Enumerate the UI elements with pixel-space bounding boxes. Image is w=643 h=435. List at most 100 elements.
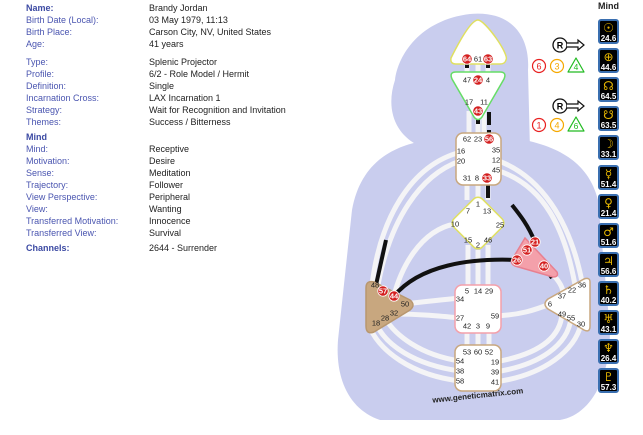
transferred-view-value: Survival	[149, 228, 182, 238]
gate-14: 14	[474, 287, 482, 296]
gate-19: 19	[491, 358, 499, 367]
gate-41: 41	[491, 378, 499, 387]
planet-gate-value: 56.6	[600, 266, 617, 276]
gate-13: 13	[483, 207, 491, 216]
pluto-icon: ♇	[603, 370, 614, 385]
variable-number: 3	[554, 62, 559, 72]
incarnation-cross-label: Incarnation Cross:	[26, 93, 100, 103]
motivation-value: Desire	[149, 156, 176, 166]
right-arrow-icon	[567, 38, 585, 52]
planet-north-node[interactable]: ☊64.5	[598, 77, 619, 103]
birth-place-value: Carson City, NV, United States	[149, 27, 272, 37]
gate-34: 34	[456, 295, 464, 304]
arrow-letter: R	[557, 102, 564, 112]
planet-saturn[interactable]: ♄40.2	[598, 280, 619, 306]
planet-uranus[interactable]: ♅43.1	[598, 310, 619, 335]
planet-venus[interactable]: ♀21.4	[598, 193, 619, 219]
planet-gate-value: 63.5	[600, 121, 617, 131]
planet-gate-value: 51.4	[600, 179, 617, 189]
planet-jupiter[interactable]: ♃56.6	[598, 251, 619, 277]
variable-number: 6	[536, 62, 541, 72]
gate-35: 35	[492, 146, 500, 155]
gate-63: 63	[484, 55, 492, 64]
sun-icon: ☉	[603, 21, 614, 35]
sense-value: Meditation	[149, 168, 191, 178]
gate-2: 2	[476, 241, 480, 250]
gate-38: 38	[456, 367, 464, 376]
gate-47: 47	[463, 76, 471, 85]
gate-36: 36	[578, 281, 586, 290]
saturn-icon: ♄	[603, 282, 614, 297]
gate-29: 29	[485, 287, 493, 296]
gate-61: 61	[474, 55, 482, 64]
type-value: Splenic Projector	[149, 57, 218, 67]
gate-45: 45	[492, 166, 500, 175]
planet-gate-value: 43.1	[600, 325, 617, 334]
planet-sun[interactable]: ☉24.6	[598, 19, 619, 44]
gate-49: 49	[558, 310, 566, 319]
birth-place-label: Birth Place:	[26, 27, 73, 37]
planet-gate-value: 51.6	[600, 237, 617, 247]
channel-26-44	[392, 257, 518, 298]
themes-value: Success / Bitterness	[149, 117, 231, 127]
age-value: 41 years	[149, 39, 184, 49]
gate-55: 55	[567, 314, 575, 323]
name-value: Brandy Jordan	[149, 3, 208, 13]
transferred-motivation-value: Innocence	[149, 216, 191, 226]
gate-7: 7	[466, 207, 470, 216]
gate-64: 64	[463, 55, 472, 64]
north-node-icon: ☊	[603, 79, 614, 94]
mind-heading: Mind	[26, 132, 47, 142]
mars-icon: ♂	[603, 224, 614, 239]
channels-value: 2644 - Surrender	[149, 243, 218, 253]
gate-12: 12	[492, 156, 500, 165]
spleen-center	[365, 280, 414, 334]
planet-gate-value: 40.2	[600, 295, 617, 305]
gate-11: 11	[480, 98, 488, 107]
planet-mars[interactable]: ♂51.6	[598, 222, 619, 248]
gate-1: 1	[476, 200, 480, 209]
variable-number: 6	[574, 121, 579, 131]
trajectory-value: Follower	[149, 180, 184, 190]
sense-label: Sense:	[26, 168, 55, 178]
gate-31: 31	[463, 174, 471, 183]
active-gate-marker	[472, 74, 484, 86]
channel-lines	[367, 60, 585, 385]
planet-south-node[interactable]: ☋63.5	[598, 106, 619, 132]
gate-9: 9	[486, 322, 490, 331]
planet-earth[interactable]: ⊕44.6	[598, 48, 619, 74]
gate-60: 60	[474, 348, 482, 357]
active-gate-marker	[538, 260, 550, 272]
gate-28: 28	[381, 314, 389, 323]
active-gate-marker	[529, 236, 541, 248]
active-gate-marker	[483, 133, 495, 145]
definition-value: Single	[149, 81, 175, 91]
planet-neptune[interactable]: ♆26.4	[598, 339, 619, 365]
gate-37: 37	[558, 292, 566, 301]
gate-33: 33	[483, 174, 491, 183]
mind-value: Receptive	[149, 144, 190, 154]
gate-25: 25	[496, 221, 504, 230]
earth-icon: ⊕	[603, 50, 614, 65]
planet-pluto[interactable]: ♇57.3	[598, 368, 619, 394]
gate-10: 10	[451, 220, 459, 229]
south-node-icon: ☋	[603, 108, 614, 123]
jupiter-icon: ♃	[603, 253, 614, 268]
gate-20: 20	[457, 157, 465, 166]
gate-5: 5	[465, 287, 469, 296]
view-perspective-value: Peripheral	[149, 192, 191, 202]
planet-gate-value: 44.6	[600, 63, 617, 73]
gate-23: 23	[474, 135, 482, 144]
planet-gate-value: 64.5	[600, 92, 617, 102]
active-gate-marker	[511, 254, 523, 266]
planet-moon[interactable]: ☽33.1	[598, 135, 619, 161]
active-gate-marker	[481, 172, 493, 184]
profile-value: 6/2 - Role Model / Hermit	[149, 69, 250, 79]
throat-center	[455, 132, 502, 186]
planet-mercury[interactable]: ☿51.4	[598, 164, 619, 190]
view-label: View:	[26, 204, 48, 214]
gate-21: 21	[531, 238, 539, 247]
uranus-icon: ♅	[603, 312, 614, 326]
